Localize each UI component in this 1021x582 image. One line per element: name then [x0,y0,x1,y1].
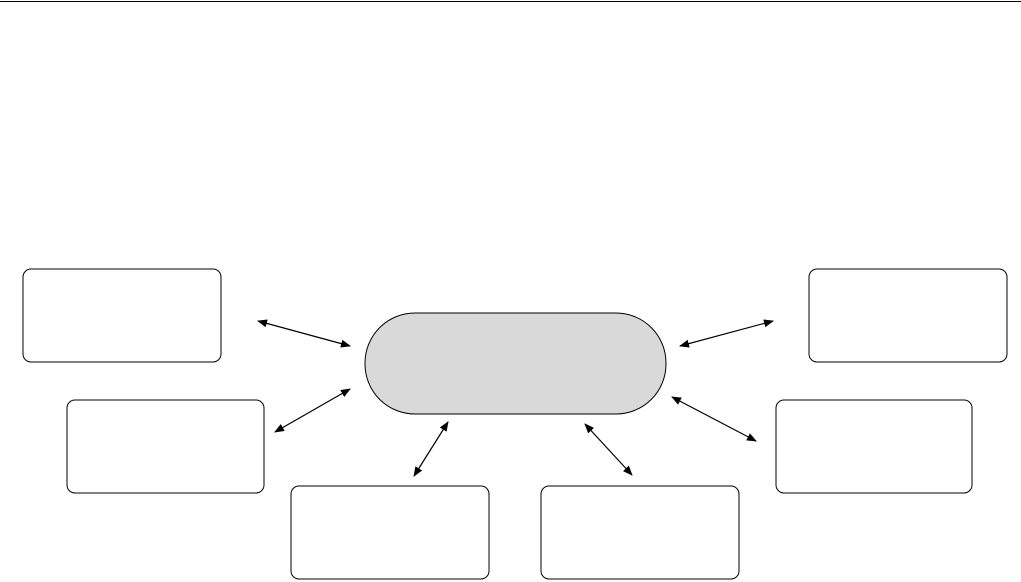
node-mid-right [775,399,973,494]
arrow-hub-bottom-left [413,421,449,477]
arrow-hub-mid-left [274,388,351,433]
node-bottom-right [540,485,740,580]
arrow-hub-top-left [257,319,351,348]
node-mid-left [66,399,265,494]
arrow-hub-bottom-right [584,423,633,476]
node-top-left [22,268,222,363]
hub-node [364,312,667,415]
node-bottom-left [290,485,490,580]
arrow-hub-top-right [679,319,774,348]
arrow-hub-mid-right [671,396,757,442]
node-top-right [808,268,1008,363]
